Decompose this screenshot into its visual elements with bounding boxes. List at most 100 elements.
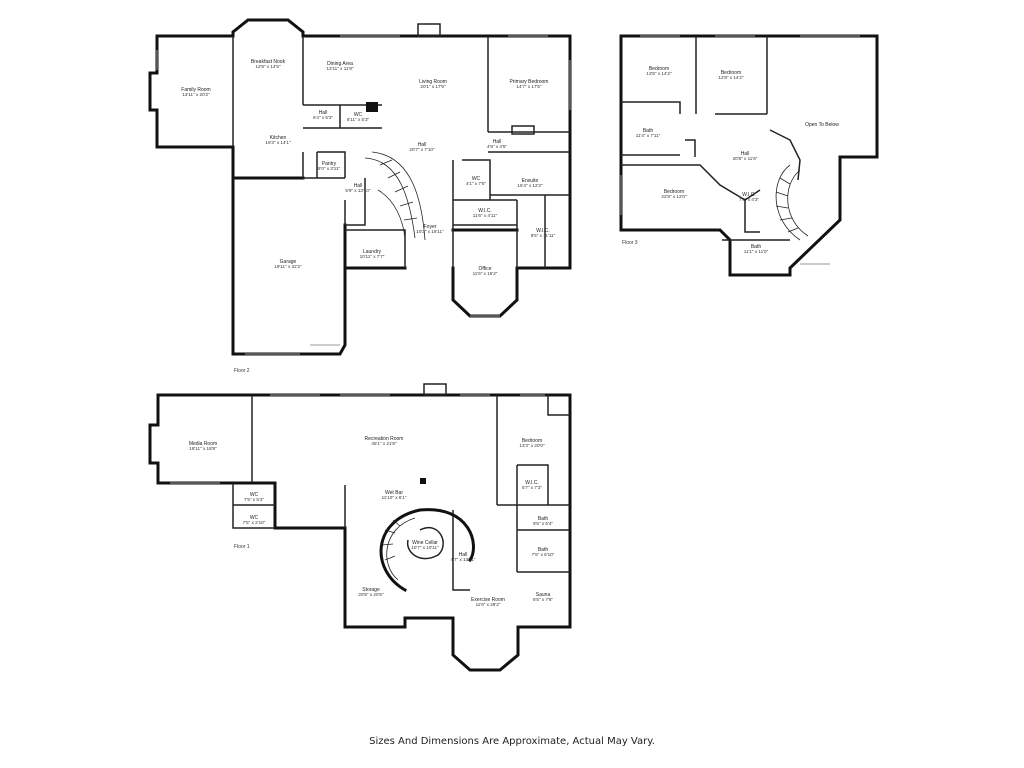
room-name-bedroom-a: Bedroom bbox=[649, 66, 669, 72]
room-dims-bedroom-b: 12'8" x 14'2" bbox=[718, 75, 744, 80]
floor-1-plan: Media Room 18'11" x 18'8" Recreation Roo… bbox=[148, 383, 572, 672]
room-name-wic-f3: W.I.C. bbox=[742, 192, 756, 198]
staircase-floor-3 bbox=[775, 164, 809, 241]
room-name-hall-f1: Hall bbox=[459, 552, 468, 558]
room-dims-office: 11'6" x 16'2" bbox=[473, 271, 498, 276]
room-dims-bedroom-c: 22'8" x 12'0" bbox=[661, 194, 687, 199]
room-dims-kitchen: 19'3" x 14'1" bbox=[265, 140, 291, 145]
column-floor-1 bbox=[420, 478, 426, 484]
room-dims-wc-a: 6'11" x 5'3" bbox=[347, 117, 370, 122]
room-dims-bath-b: 11'1" x 11'0" bbox=[744, 249, 769, 254]
room-dims-living-room: 20'1" x 17'9" bbox=[420, 84, 446, 89]
room-name-recreation-room: Recreation Room bbox=[365, 436, 404, 442]
room-name-bath-a-f1: Bath bbox=[538, 516, 549, 522]
room-dims-recreation-room: 45'1" x 21'8" bbox=[371, 441, 397, 446]
room-dims-hall-a: 6'4" x 5'3" bbox=[313, 115, 333, 120]
floor-1-labels: Media Room 18'11" x 18'8" Recreation Roo… bbox=[189, 436, 555, 607]
room-name-kitchen: Kitchen bbox=[270, 135, 287, 141]
room-name-wic-a: W.I.C. bbox=[478, 208, 492, 214]
room-dims-hall-d: 5'9" x 13'10" bbox=[345, 188, 371, 193]
room-dims-primary-bedroom: 14'7" x 17'5" bbox=[516, 84, 542, 89]
chimney-floor-1 bbox=[423, 383, 447, 396]
room-name-bedroom-f1: Bedroom bbox=[522, 438, 542, 444]
floor-2-windows bbox=[156, 35, 571, 355]
room-name-dining-area: Dining Area bbox=[327, 61, 353, 67]
room-dims-bath-a: 11'4" x 7'11" bbox=[636, 133, 661, 138]
room-name-bedroom-c: Bedroom bbox=[664, 189, 684, 195]
room-dims-hall-b: 20'7" x 7'10" bbox=[409, 147, 435, 152]
room-dims-wic-b: 9'5" x 11'11" bbox=[531, 233, 556, 238]
room-name-media-room: Media Room bbox=[189, 441, 217, 447]
room-name-garage: Garage bbox=[280, 259, 297, 265]
room-name-wic-b: W.I.C. bbox=[536, 228, 550, 234]
floor-3-plan: Bedroom 13'6" x 14'2" Bedroom 12'8" x 14… bbox=[619, 34, 879, 277]
floor-1-windows bbox=[170, 394, 545, 484]
room-dims-family-room: 13'11" x 20'2" bbox=[182, 92, 210, 97]
room-name-bath-a: Bath bbox=[643, 128, 654, 134]
room-name-living-room: Living Room bbox=[419, 79, 447, 85]
floor-2-labels: Family Room 13'11" x 20'2" Breakfast Noo… bbox=[181, 59, 555, 374]
room-name-ensuite: Ensuite bbox=[522, 178, 539, 184]
floor-3-windows bbox=[620, 35, 860, 265]
room-name-bath-b-f1: Bath bbox=[538, 547, 549, 553]
room-name-storage: Storage bbox=[362, 587, 380, 593]
room-dims-sauna: 6'5" x 7'8" bbox=[533, 597, 553, 602]
room-dims-wic-f1: 5'7" x 7'3" bbox=[522, 485, 542, 490]
room-dims-ensuite: 15'4" x 12'3" bbox=[517, 183, 543, 188]
room-dims-bedroom-a: 13'6" x 14'2" bbox=[646, 71, 672, 76]
floor-3-labels: Bedroom 13'6" x 14'2" Bedroom 12'8" x 14… bbox=[622, 66, 839, 254]
room-dims-storage: 20'8" x 20'5" bbox=[358, 592, 384, 597]
room-name-sauna: Sauna bbox=[536, 592, 551, 598]
floor-2-plan: Family Room 13'11" x 20'2" Breakfast Noo… bbox=[148, 18, 572, 374]
room-name-wc-a-f1: WC bbox=[250, 492, 259, 498]
room-name-bedroom-b: Bedroom bbox=[721, 70, 741, 76]
room-name-wc-b: WC bbox=[472, 176, 481, 182]
room-dims-bedroom-f1: 13'3" x 20'0" bbox=[519, 443, 545, 448]
floor-3-walls bbox=[619, 34, 879, 277]
room-dims-breakfast-nook: 12'8" x 14'5" bbox=[255, 64, 281, 69]
floor-label-floor-1: Floor 1 bbox=[234, 544, 250, 550]
room-dims-garage: 19'11" x 32'2" bbox=[274, 264, 302, 269]
room-dims-wic-f3: 7'0" x 4'3" bbox=[739, 197, 759, 202]
room-name-wic-f1: W.I.C. bbox=[525, 480, 539, 486]
room-dims-bath-a-f1: 9'5" x 5'4" bbox=[533, 521, 553, 526]
room-name-hall-f3: Hall bbox=[741, 151, 750, 157]
room-dims-dining-area: 13'11" x 11'9" bbox=[326, 66, 353, 71]
room-name-office: Office bbox=[479, 266, 492, 272]
tub-floor-2 bbox=[511, 125, 535, 135]
room-dims-wc-b-f1: 7'5" x 2'10" bbox=[243, 520, 266, 525]
room-name-hall-c: Hall bbox=[493, 139, 502, 145]
room-dims-wc-b: 4'1" x 7'6" bbox=[466, 181, 486, 186]
room-name-laundry: Laundry bbox=[363, 249, 382, 255]
floor-label-floor-2: Floor 2 bbox=[234, 368, 250, 374]
staircase-floor-2 bbox=[364, 151, 426, 241]
room-name-hall-d: Hall bbox=[354, 183, 363, 189]
room-name-family-room: Family Room bbox=[181, 87, 210, 93]
room-name-hall-a: Hall bbox=[319, 110, 328, 116]
room-name-foyer: Foyer bbox=[424, 224, 437, 230]
room-dims-pantry: 5'0" x 3'11" bbox=[318, 166, 341, 171]
room-dims-media-room: 18'11" x 18'8" bbox=[189, 446, 217, 451]
room-name-bath-b: Bath bbox=[751, 244, 762, 250]
floor-label-floor-3: Floor 3 bbox=[622, 240, 638, 246]
room-name-wc-b-f1: WC bbox=[250, 515, 259, 521]
room-name-hall-b: Hall bbox=[418, 142, 427, 148]
room-dims-wic-a: 11'6" x 4'11" bbox=[473, 213, 498, 218]
room-dims-wet-bar: 11'10" x 6'1" bbox=[382, 495, 407, 500]
room-dims-exercise-room: 11'6" x 29'2" bbox=[476, 602, 501, 607]
room-name-wine-cellar: Wine Cellar bbox=[412, 540, 438, 546]
room-name-pantry: Pantry bbox=[322, 161, 337, 167]
room-dims-foyer: 10'2" x 16'11" bbox=[416, 229, 444, 234]
room-name-primary-bedroom: Primary Bedroom bbox=[510, 79, 549, 85]
room-dims-bath-b-f1: 7'5" x 6'10" bbox=[532, 552, 555, 557]
room-name-open-to-below: Open To Below bbox=[805, 122, 839, 128]
room-name-wc-a: WC bbox=[354, 112, 363, 118]
fireplace-floor-2 bbox=[366, 102, 378, 112]
room-dims-wc-a-f1: 7'5" x 5'3" bbox=[244, 497, 264, 502]
room-dims-hall-c: 4'8" x 4'5" bbox=[487, 144, 507, 149]
room-name-breakfast-nook: Breakfast Nook bbox=[251, 59, 286, 65]
room-name-wet-bar: Wet Bar bbox=[385, 490, 403, 496]
floor-2-walls bbox=[148, 18, 572, 356]
chimney-floor-2 bbox=[417, 23, 441, 37]
